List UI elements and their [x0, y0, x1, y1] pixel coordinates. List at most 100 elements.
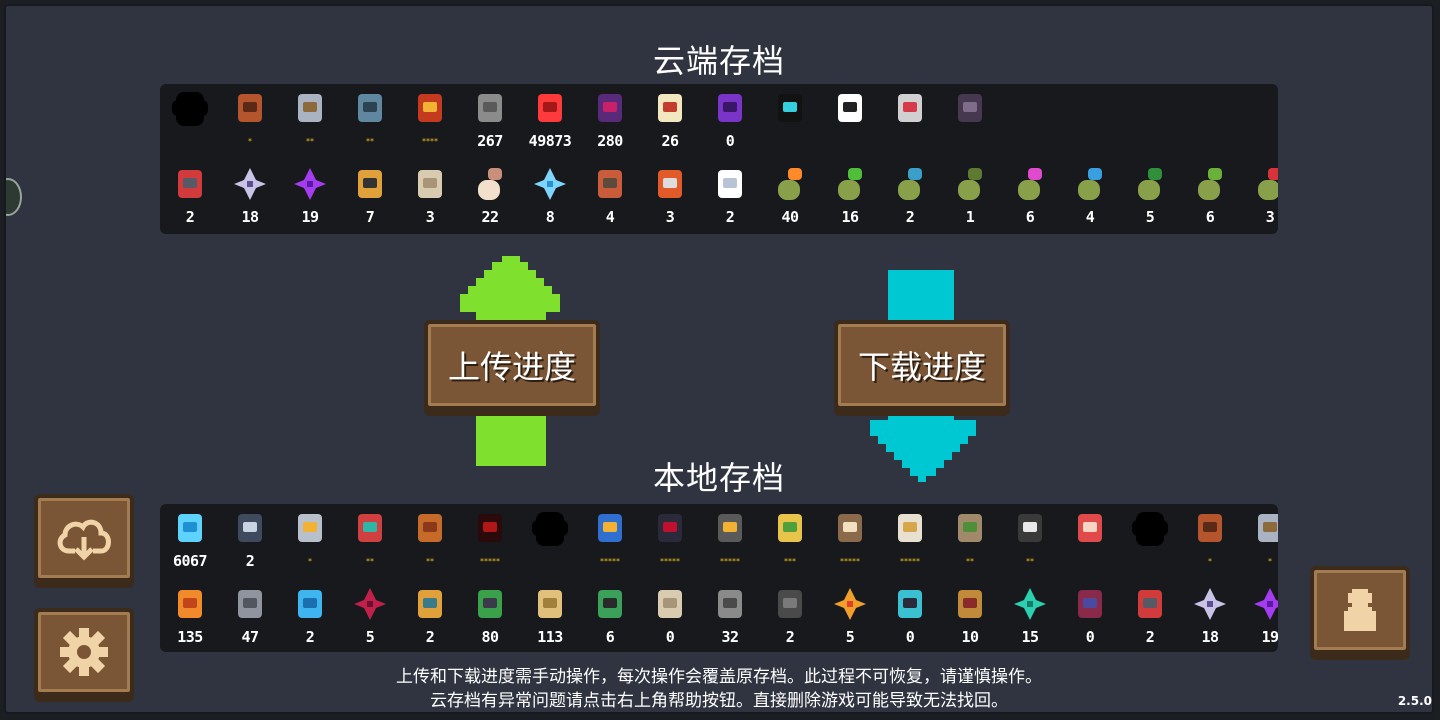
gray-ore-icon	[232, 586, 268, 624]
star-rating: **	[1026, 557, 1034, 566]
inventory-slot: 10	[940, 580, 1000, 652]
inventory-slot: 2	[220, 504, 280, 576]
star-rating: **	[966, 557, 974, 566]
frame-icon	[1072, 586, 1108, 624]
inventory-slot: 80	[460, 580, 520, 652]
inventory-slot: **	[340, 504, 400, 576]
card-icon	[652, 90, 688, 128]
inventory-slot: 2	[760, 580, 820, 652]
item-count: 18	[1201, 628, 1219, 646]
inventory-slot	[160, 84, 220, 156]
inventory-slot: 7	[340, 160, 400, 232]
inventory-slot: ***	[760, 504, 820, 576]
shadow-silhouette-icon	[172, 90, 208, 128]
purple-crystal-icon	[292, 166, 328, 204]
item-count: 32	[721, 628, 739, 646]
inventory-slot	[1060, 504, 1120, 576]
robot-pet-icon	[892, 90, 928, 128]
upload-progress-button[interactable]: 上传进度	[424, 320, 600, 410]
inventory-slot: 280	[580, 84, 640, 156]
chest-icon	[232, 90, 268, 128]
inventory-slot: 267	[460, 84, 520, 156]
panda-icon	[832, 90, 868, 128]
black-cat-icon	[772, 90, 808, 128]
item-count: 0	[665, 628, 675, 646]
item-count: 4	[1085, 208, 1095, 226]
seed-carrot-icon	[772, 166, 808, 204]
item-count: 16	[841, 208, 859, 226]
item-count: 2	[785, 628, 795, 646]
inventory-slot: 15	[1000, 580, 1060, 652]
item-count: 49873	[528, 132, 572, 150]
feather-badge-icon	[232, 510, 268, 548]
inventory-slot: 4	[580, 160, 640, 232]
blue-gems-icon	[172, 510, 208, 548]
ice-crystal-icon	[532, 166, 568, 204]
assassin-icon	[472, 510, 508, 548]
item-count: 4	[605, 208, 615, 226]
settings-button[interactable]	[34, 608, 134, 696]
cloud-download-icon	[57, 519, 111, 561]
inventory-slot: 2	[280, 580, 340, 652]
item-count: 10	[961, 628, 979, 646]
vampire-icon	[652, 510, 688, 548]
dark-crystal-icon	[1192, 586, 1228, 624]
item-count: 2	[1145, 628, 1155, 646]
fire-crystal-icon	[832, 586, 868, 624]
battery-icon	[472, 586, 508, 624]
item-count: 2	[425, 628, 435, 646]
inventory-slot	[520, 504, 580, 576]
red-leaf-icon	[352, 586, 388, 624]
inventory-slot	[760, 84, 820, 156]
item-count: 19	[301, 208, 319, 226]
feather-icon	[712, 166, 748, 204]
inventory-slot: **	[340, 84, 400, 156]
side-tab-handle[interactable]	[6, 178, 22, 216]
item-count: 3	[1265, 208, 1275, 226]
dark-crystal-icon	[232, 166, 268, 204]
item-count: 5	[1145, 208, 1155, 226]
scroll-icon	[412, 166, 448, 204]
inventory-slot: 2	[880, 160, 940, 232]
item-count: 5	[845, 628, 855, 646]
star-rating: *****	[660, 557, 680, 566]
blue-fish-icon	[292, 586, 328, 624]
item-count: 267	[477, 132, 503, 150]
purple-helmet-icon	[712, 90, 748, 128]
inventory-slot: 8	[520, 160, 580, 232]
item-count: 7	[365, 208, 375, 226]
inventory-slot: 0	[880, 580, 940, 652]
teal-device-icon	[892, 586, 928, 624]
star-rating: **	[426, 557, 434, 566]
account-button[interactable]	[1310, 566, 1410, 654]
purple-crystal-icon	[1252, 586, 1278, 624]
wood-plank-icon	[532, 586, 568, 624]
engineer-icon	[592, 510, 628, 548]
seed-leaf-icon	[1132, 166, 1168, 204]
item-count: 135	[177, 628, 203, 646]
inventory-slot: *****	[700, 504, 760, 576]
notice-line-1: 上传和下载进度需手动操作，每次操作会覆盖原存档。此过程不可恢复，请谨慎操作。	[396, 667, 1042, 687]
star-rating: **	[306, 137, 314, 146]
scroll-icon	[652, 586, 688, 624]
star-rating: *****	[480, 557, 500, 566]
item-count: 0	[905, 628, 915, 646]
hammer-icon	[952, 586, 988, 624]
item-count: 113	[537, 628, 563, 646]
inventory-slot: 40	[760, 160, 820, 232]
seed-vine-icon	[892, 166, 928, 204]
item-count: 2	[245, 552, 255, 570]
werewolf-icon	[832, 510, 868, 548]
item-count: 26	[661, 132, 679, 150]
seed-stalk-icon	[1192, 166, 1228, 204]
inventory-slot: 18	[1180, 580, 1240, 652]
green-part-icon	[592, 586, 628, 624]
download-progress-button[interactable]: 下载进度	[834, 320, 1010, 410]
inventory-slot: **	[1000, 504, 1060, 576]
inventory-slot	[880, 84, 940, 156]
cloud-button[interactable]	[34, 494, 134, 582]
inventory-slot: 2	[700, 160, 760, 232]
star-rating: *	[308, 557, 312, 566]
inventory-slot: 32	[700, 580, 760, 652]
